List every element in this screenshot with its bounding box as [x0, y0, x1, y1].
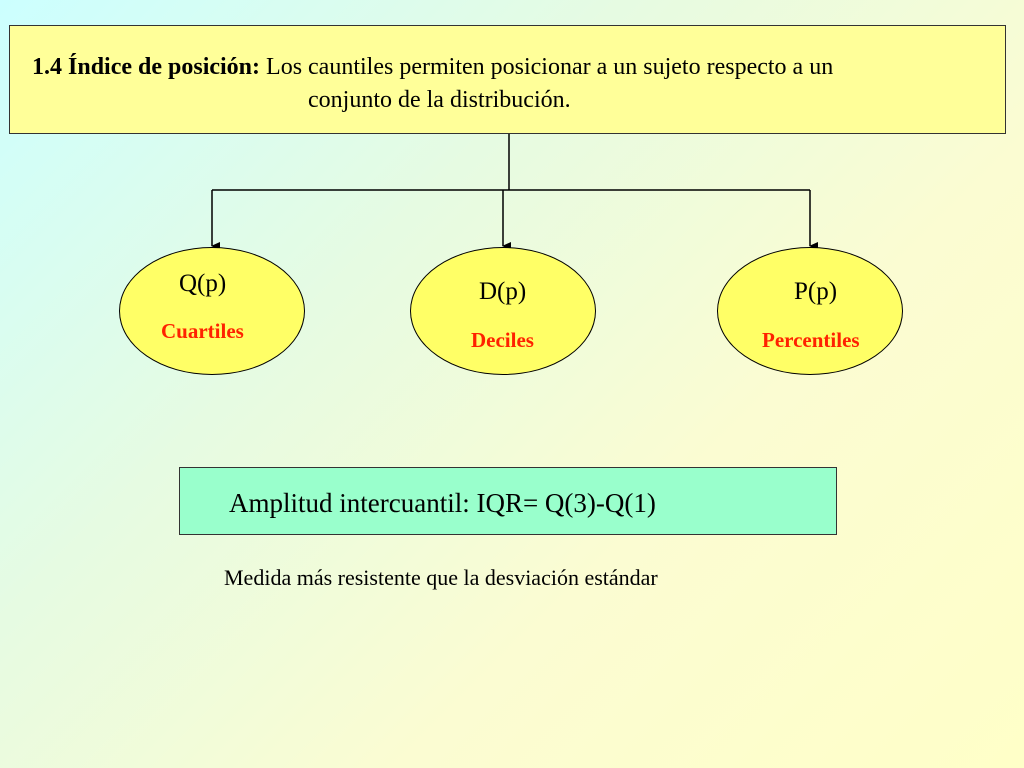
- iqr-box: Amplitud intercuantil: IQR= Q(3)-Q(1): [179, 467, 837, 535]
- node-label: Deciles: [471, 328, 534, 352]
- section-description: Los cauntiles permiten posicionar a un s…: [266, 54, 834, 80]
- node-label: Percentiles: [762, 328, 860, 352]
- node-deciles: D(p) Deciles: [410, 247, 596, 375]
- node-symbol: Q(p): [179, 270, 227, 297]
- node-quartiles: Q(p) Cuartiles: [119, 247, 305, 375]
- iqr-formula: Amplitud intercuantil: IQR= Q(3)-Q(1): [229, 488, 656, 518]
- node-label: Cuartiles: [161, 319, 244, 343]
- node-percentiles: P(p) Percentiles: [717, 247, 903, 375]
- section-description-continued: conjunto de la distribución.: [308, 87, 571, 113]
- resistance-note: Medida más resistente que la desviación …: [224, 565, 658, 590]
- title-box: 1.4 Índice de posición: Los cauntiles pe…: [9, 25, 1006, 134]
- section-heading: 1.4 Índice de posición:: [32, 54, 261, 80]
- node-symbol: D(p): [479, 278, 527, 305]
- node-symbol: P(p): [794, 278, 838, 305]
- title-line-1: 1.4 Índice de posición: Los cauntiles pe…: [32, 54, 833, 81]
